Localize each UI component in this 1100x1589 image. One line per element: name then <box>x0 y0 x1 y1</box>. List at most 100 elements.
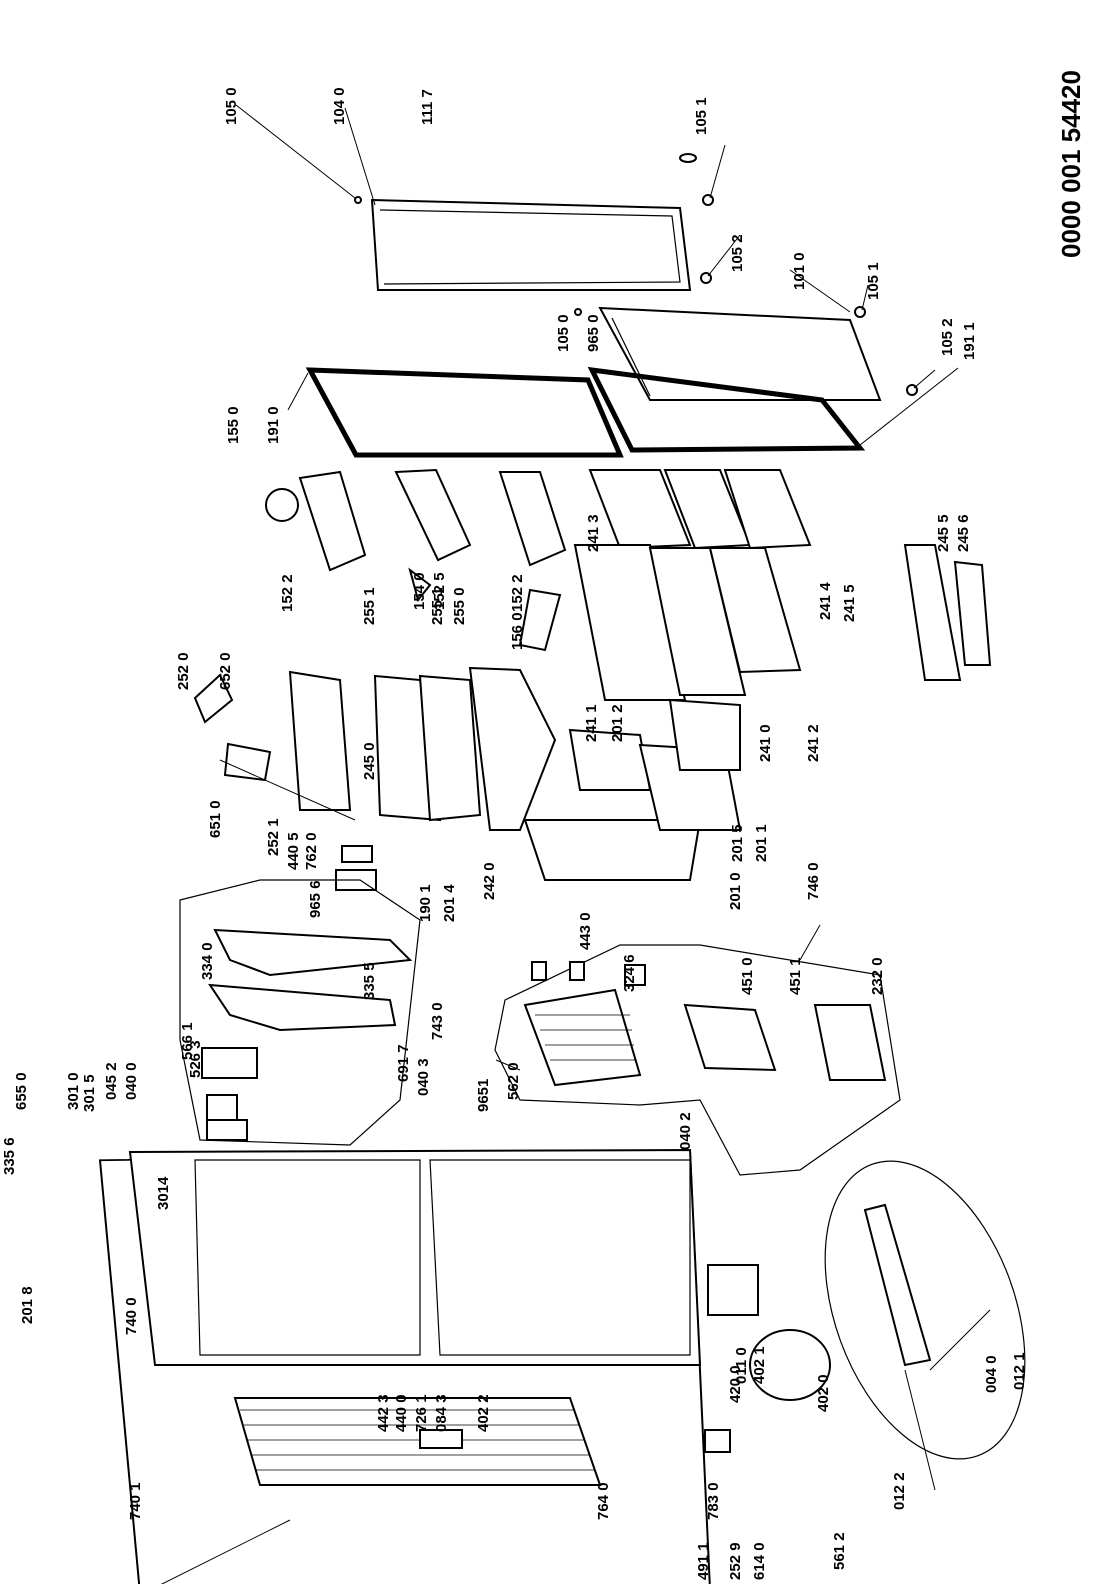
part-label: 301 0 <box>65 1072 82 1110</box>
light-assembly <box>193 673 377 891</box>
racks-245-5-245-6 <box>903 544 992 681</box>
part-label: 451 0 <box>739 957 756 995</box>
part-label: 335 6 <box>1 1137 18 1175</box>
part-label: 241 1 <box>583 704 600 742</box>
part-label: 651 0 <box>207 800 224 838</box>
part-label: 105 2 <box>729 234 746 272</box>
part-label: 201 5 <box>729 824 746 862</box>
part-label: 245 6 <box>955 514 972 552</box>
part-label: 105 1 <box>865 262 882 300</box>
part-label: 241 2 <box>805 724 822 762</box>
part-label: 105 2 <box>939 318 956 356</box>
part-label: 045 2 <box>103 1062 120 1100</box>
part-label: 746 0 <box>805 862 822 900</box>
door-104-0 <box>370 198 692 291</box>
part-label: 965 0 <box>585 314 602 352</box>
part-label: 442 3 <box>375 1394 392 1432</box>
part-label: 691 7 <box>395 1044 412 1082</box>
part-label: 252 9 <box>727 1542 744 1580</box>
part-label: 252 1 <box>265 818 282 856</box>
part-label: 111 7 <box>419 89 436 125</box>
part-label: 241 3 <box>585 514 602 552</box>
part-label: 335 5 <box>361 962 378 1000</box>
accessory-group-004-0 <box>824 1160 1026 1460</box>
glass-shelves <box>288 666 557 831</box>
evaporator-cover <box>523 698 742 881</box>
part-label: 241 4 <box>817 582 834 620</box>
gasket-191-0 <box>305 367 624 458</box>
part-label: 324 6 <box>621 954 638 992</box>
part-label: 451 1 <box>787 957 804 995</box>
part-label: 040 2 <box>677 1112 694 1150</box>
part-label: 154 0 <box>411 572 428 610</box>
gasket-191-1 <box>587 366 866 453</box>
part-label: 101 0 <box>791 252 808 290</box>
part-label: 764 0 <box>595 1482 612 1520</box>
part-label: 191 1 <box>961 322 978 360</box>
evaporator-group <box>494 944 901 1176</box>
part-label: 156 0 <box>509 612 526 650</box>
part-label: 652 0 <box>217 652 234 690</box>
part-label: 155 0 <box>225 406 242 444</box>
part-label: 614 0 <box>751 1542 768 1580</box>
part-label: 402 0 <box>815 1374 832 1412</box>
part-label: 232 0 <box>869 957 886 995</box>
part-label: 443 0 <box>577 912 594 950</box>
fan-housing-group <box>179 879 421 1146</box>
part-label: 040 3 <box>415 1058 432 1096</box>
document-number: 0000 001 54420 <box>1056 70 1086 258</box>
part-label: 191 0 <box>265 406 282 444</box>
part-label: 105 0 <box>555 314 572 352</box>
part-label: 740 1 <box>127 1482 144 1520</box>
part-label: 334 0 <box>199 942 216 980</box>
part-label: 255 1 <box>429 587 446 625</box>
part-label: 201 1 <box>753 824 770 862</box>
part-label: 420 0 <box>727 1365 744 1403</box>
part-label: 562 0 <box>505 1062 522 1100</box>
part-label: 255 1 <box>361 587 378 625</box>
part-label: 561 2 <box>831 1532 848 1570</box>
part-label: 004 0 <box>983 1355 1000 1393</box>
part-label: 084 3 <box>433 1394 450 1432</box>
part-label: 252 0 <box>175 652 192 690</box>
part-label: 9651 <box>475 1078 492 1112</box>
part-label: 655 0 <box>13 1072 30 1110</box>
cabinet <box>98 1148 711 1589</box>
part-label: 012 1 <box>1011 1352 1028 1390</box>
part-label: 440 0 <box>393 1394 410 1432</box>
part-label: 201 8 <box>19 1286 36 1324</box>
part-label: 152 2 <box>279 574 296 612</box>
part-label: 241 0 <box>757 724 774 762</box>
part-label: 012 2 <box>891 1472 908 1510</box>
part-label: 105 0 <box>223 87 240 125</box>
condenser-740-0 <box>233 1397 602 1486</box>
compressor-402-0 <box>704 1264 831 1453</box>
part-label: 402 2 <box>475 1394 492 1432</box>
leader-lines <box>150 104 991 1589</box>
part-label: 491 1 <box>695 1542 712 1580</box>
part-label: 783 0 <box>705 1482 722 1520</box>
part-label: 762 0 <box>303 832 320 870</box>
part-label: 402 1 <box>751 1346 768 1384</box>
part-label: 301 5 <box>81 1074 98 1112</box>
part-label: 105 1 <box>693 97 710 135</box>
part-label: 245 0 <box>361 742 378 780</box>
part-label: 726 1 <box>413 1394 430 1432</box>
part-label: 241 5 <box>841 584 858 622</box>
part-label: 245 5 <box>935 514 952 552</box>
door-101-0 <box>598 306 882 401</box>
part-label: 526 3 <box>187 1040 204 1078</box>
part-label: 965 6 <box>307 880 324 918</box>
part-label: 104 0 <box>331 87 348 125</box>
drawers <box>573 469 812 701</box>
part-label: 201 0 <box>727 872 744 910</box>
part-label: 201 2 <box>609 704 626 742</box>
part-label: 255 0 <box>451 587 468 625</box>
part-label: 3014 <box>155 1176 172 1210</box>
door-shelves <box>265 468 567 652</box>
part-label: 201 4 <box>441 884 458 922</box>
part-label: 242 0 <box>481 862 498 900</box>
part-label: 440 5 <box>285 832 302 870</box>
